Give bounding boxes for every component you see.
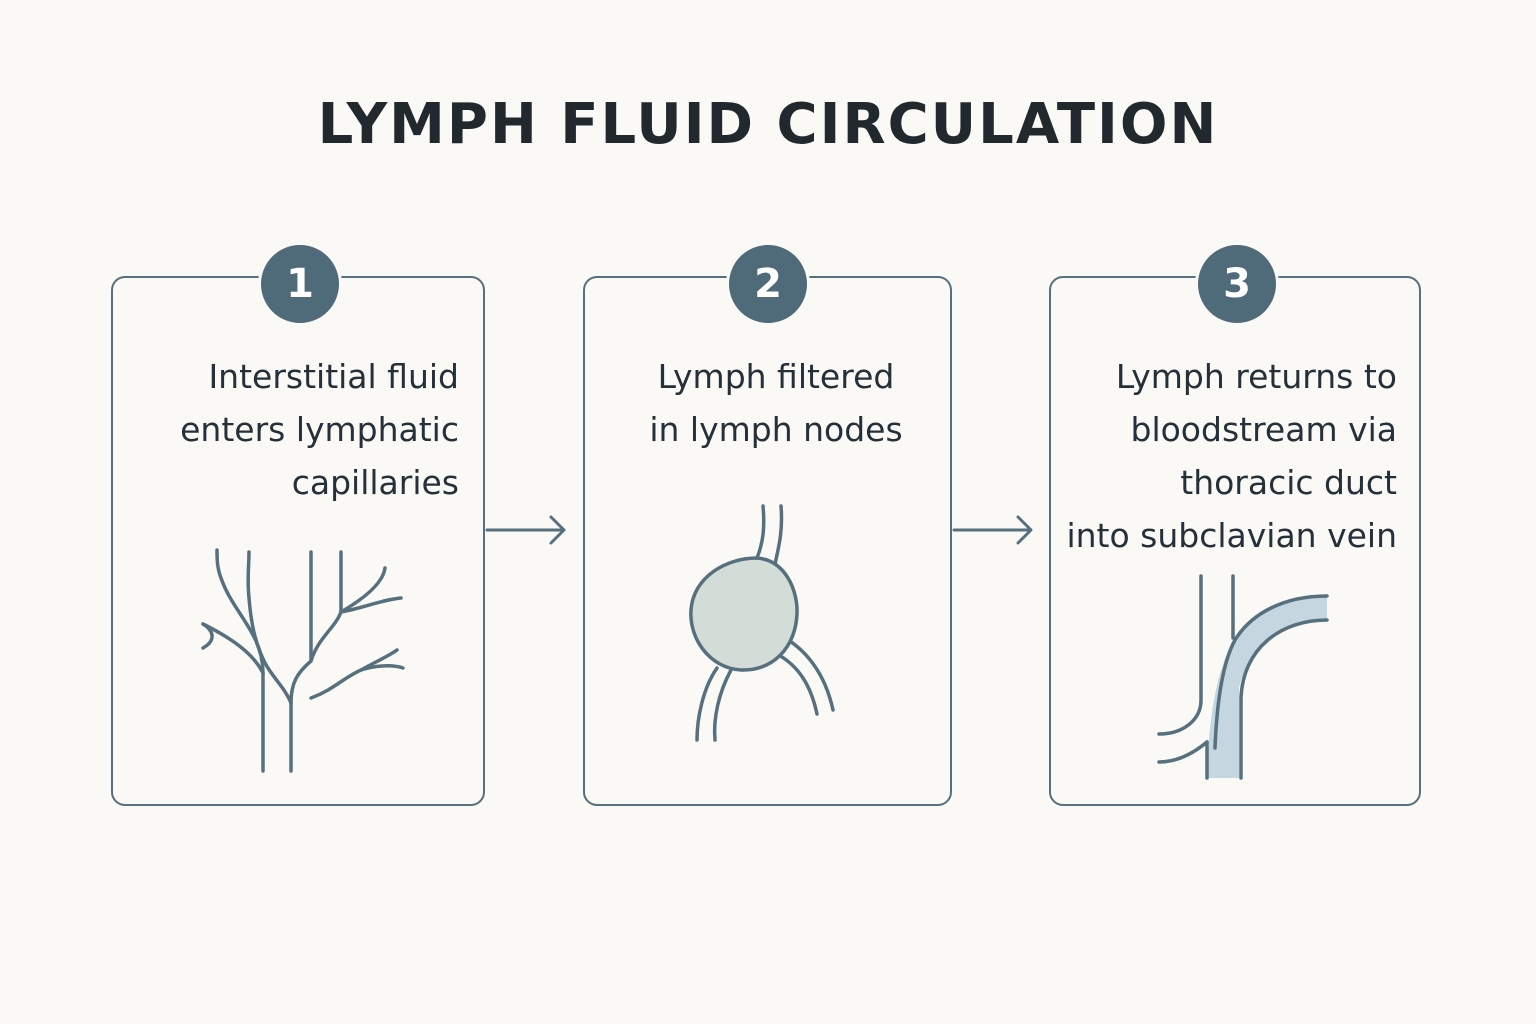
step-card-3: 3 Lymph returns to bloodstream via thora…	[1049, 242, 1421, 806]
step-description-2: Lymph filtered in lymph nodes	[649, 357, 903, 449]
arrow-right-icon	[485, 515, 566, 545]
step-number-badge-1: 1	[258, 242, 342, 326]
step-description-1: Interstitial fluid enters lymphatic capi…	[180, 357, 459, 502]
diagram-title: LYMPH FLUID CIRCULATION	[317, 92, 1219, 157]
step-number-badge-2: 2	[726, 242, 810, 326]
lymphatic-capillaries-icon	[201, 548, 405, 773]
lymph-node-icon	[689, 504, 835, 742]
arrow-right-icon	[952, 515, 1033, 545]
step-number-badge-3: 3	[1195, 242, 1279, 326]
step-card-1: 1 Interstitial fluid enters lymphatic ca…	[111, 242, 485, 806]
step-description-3: Lymph returns to bloodstream via thoraci…	[1066, 357, 1397, 555]
step-card-2: 2 Lymph filtered in lymph nodes	[583, 242, 952, 806]
subclavian-vein-icon	[1157, 574, 1329, 780]
